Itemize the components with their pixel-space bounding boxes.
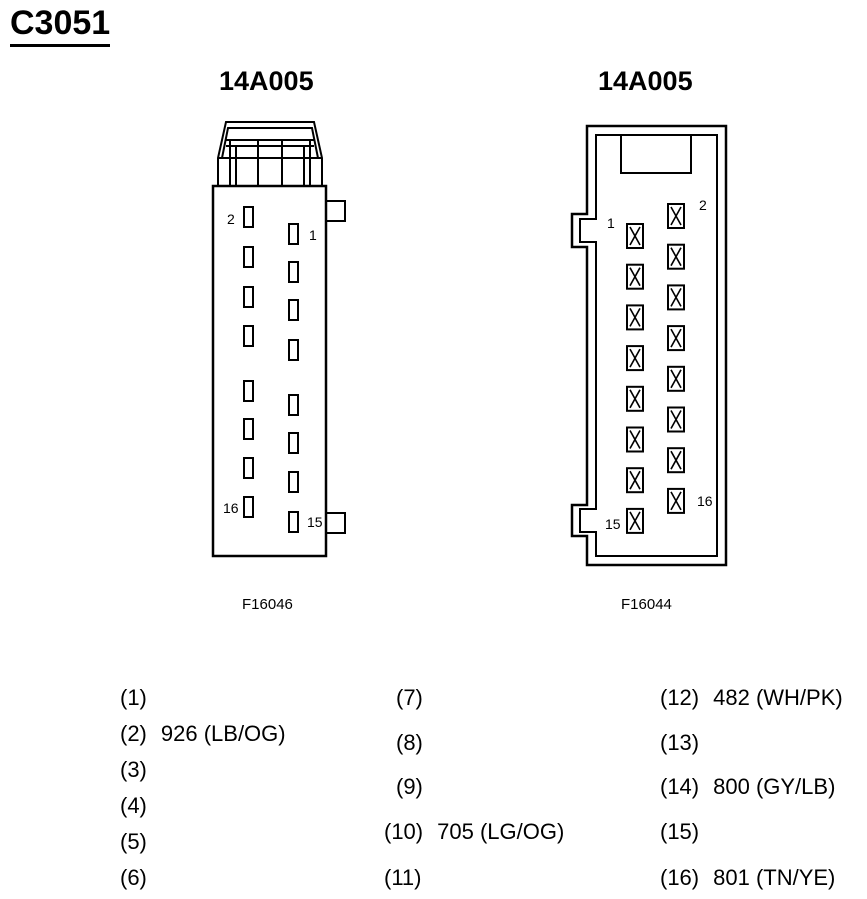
right-connector-drawing (570, 124, 728, 567)
left-connector-drawing (211, 121, 346, 558)
pin-label: 15 (605, 516, 621, 532)
pin-row: (14)800 (GY/LB) (660, 774, 836, 799)
pin-row: (8) (396, 730, 423, 755)
terminal-cross (670, 491, 682, 511)
terminal-cross (629, 226, 641, 246)
right-connector-label: 14A005 (598, 66, 693, 96)
terminal-cross (629, 389, 641, 409)
terminal-cross (629, 511, 641, 531)
pin-row: (13) (660, 730, 700, 755)
terminal-cross (629, 470, 641, 490)
pin-label: 2 (699, 197, 707, 213)
terminal-cavity (626, 223, 644, 249)
pin-row: (10)705 (LG/OG) (384, 819, 565, 844)
pin-label: 15 (307, 514, 323, 530)
right-figure-id: F16044 (621, 596, 672, 613)
terminal-cavity (667, 284, 685, 311)
pin-label: 16 (697, 493, 713, 509)
pin-row: (2)926 (LB/OG) (120, 721, 286, 746)
left-connector-pin-labels: 2 1 16 15 (223, 211, 323, 530)
pin-row: (9) (396, 774, 423, 799)
terminal-cross (670, 328, 682, 348)
terminal-cross (670, 410, 682, 429)
terminal-cavity (667, 203, 685, 229)
right-connector-pin-labels: 1 2 15 16 (605, 197, 713, 532)
terminal-cross (670, 288, 682, 307)
terminal-cross (629, 308, 641, 327)
terminal-cavity (626, 507, 644, 534)
pin-row: (16)801 (TN/YE) (660, 865, 836, 890)
terminal-cavity (667, 406, 685, 433)
terminal-cavity (626, 345, 644, 372)
pin-label: 1 (309, 227, 317, 243)
left-figure-id: F16046 (242, 596, 293, 613)
connector-title: C3051 (10, 4, 111, 47)
pin-row: (4) (120, 793, 147, 818)
terminal-cross (629, 430, 641, 449)
pin-label: 1 (607, 215, 615, 231)
terminal-cavity (626, 467, 644, 494)
terminal-cavity (626, 304, 644, 331)
terminal-cross (670, 206, 682, 226)
terminal-cross (629, 267, 641, 287)
terminal-cavity (626, 263, 644, 290)
terminal-cavity (667, 487, 685, 514)
terminal-cavity (667, 365, 685, 392)
pin-row: (3) (120, 757, 147, 782)
pin-label: 16 (223, 500, 239, 516)
terminal-cross (670, 369, 682, 389)
terminal-cavity (626, 385, 644, 412)
terminal-cavity (667, 243, 685, 270)
left-connector-label: 14A005 (219, 66, 314, 96)
terminal-cavity (626, 426, 644, 453)
terminal-cross (629, 348, 641, 368)
terminal-cavity (667, 325, 685, 352)
pin-row: (11) (384, 865, 422, 890)
pin-row: (15) (660, 819, 700, 844)
terminal-cross (670, 247, 682, 267)
pin-row: (6) (120, 865, 147, 890)
terminal-cavity (667, 447, 685, 474)
pin-label: 2 (227, 211, 235, 227)
pin-row: (7) (396, 685, 423, 710)
pin-row: (12)482 (WH/PK) (660, 685, 843, 710)
pin-row: (5) (120, 829, 147, 854)
right-connector-cavities (626, 203, 685, 534)
pin-row: (1) (120, 685, 147, 710)
terminal-cross (670, 450, 682, 470)
